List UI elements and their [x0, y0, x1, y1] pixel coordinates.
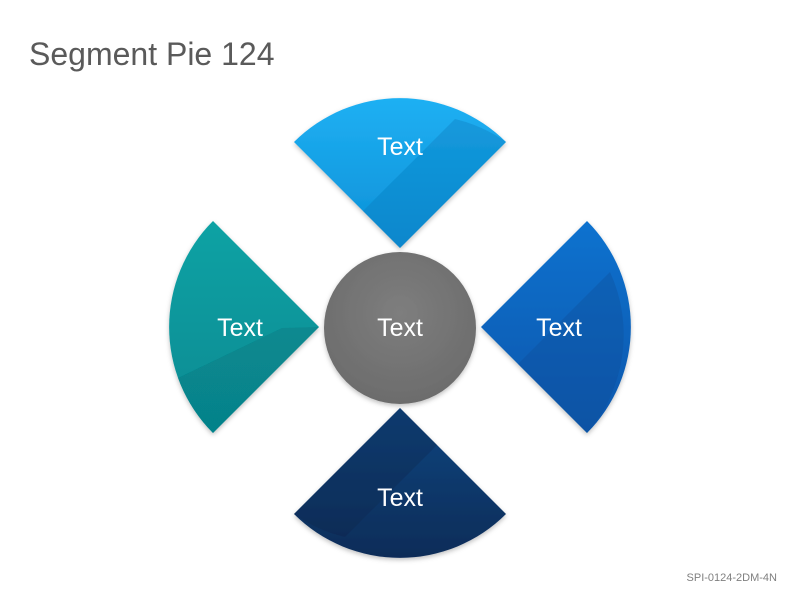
segment-bottom[interactable]: Text [294, 408, 506, 558]
segment-bottom-shade [294, 408, 437, 537]
segment-left-label: Text [217, 314, 263, 342]
segment-left-lower-shade [178, 327, 319, 433]
slide-title: Segment Pie 124 [29, 36, 275, 72]
center-node[interactable]: Text [324, 252, 476, 404]
segment-right[interactable]: Text [481, 221, 631, 433]
segment-top[interactable]: Text [294, 98, 506, 248]
segment-bottom-label: Text [377, 484, 423, 512]
segment-top-label: Text [377, 133, 423, 161]
segment-top-shade [363, 119, 506, 248]
segment-left[interactable]: Text [169, 221, 319, 433]
center-label: Text [377, 314, 423, 342]
segment-right-shade [481, 272, 624, 433]
center-circle [324, 252, 476, 404]
footer-code: SPI-0124-2DM-4N [686, 572, 777, 584]
segment-right-label: Text [536, 314, 582, 342]
